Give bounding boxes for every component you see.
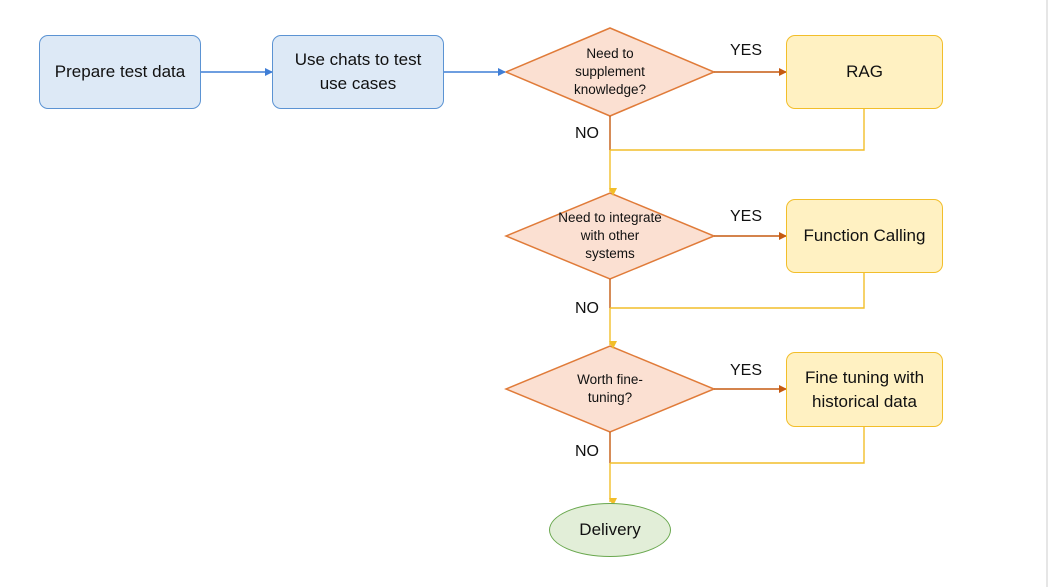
function-calling-label: Function Calling: [803, 226, 926, 245]
function-calling-box: Function Calling: [786, 199, 943, 273]
rag-box: RAG: [786, 35, 943, 109]
prepare-test-data-label: Prepare test data: [54, 62, 186, 81]
yes-label-function-calling: YES: [730, 208, 763, 225]
delivery-node: Delivery: [549, 503, 671, 557]
rag-label: RAG: [846, 62, 883, 81]
no-label-knowledge: NO: [575, 125, 599, 142]
line-rag-return: [610, 109, 865, 151]
fine-tuning-box: Fine tuning with historical data: [786, 352, 943, 427]
line-finetune-return: [610, 427, 865, 464]
decision-finetune-label: Worth fine-tuning?: [577, 372, 643, 405]
yes-label-rag: YES: [730, 42, 763, 59]
use-chats-box: Use chats to test use cases: [272, 35, 444, 109]
no-label-integrate: NO: [575, 300, 599, 317]
fine-tuning-label: Fine tuning with historical data: [804, 367, 925, 411]
decision-knowledge-label: Need to supplement knowledge?: [573, 46, 647, 97]
prepare-test-data-box: Prepare test data: [39, 35, 201, 109]
line-function-return: [610, 273, 865, 309]
yes-label-fine-tuning: YES: [730, 362, 763, 379]
no-label-finetune: NO: [575, 443, 599, 460]
use-chats-label: Use chats to test use cases: [294, 50, 422, 93]
page-edge: [1046, 0, 1048, 587]
delivery-label: Delivery: [579, 520, 641, 539]
decision-integrate-label: Need to integrate with other systems: [558, 210, 662, 261]
